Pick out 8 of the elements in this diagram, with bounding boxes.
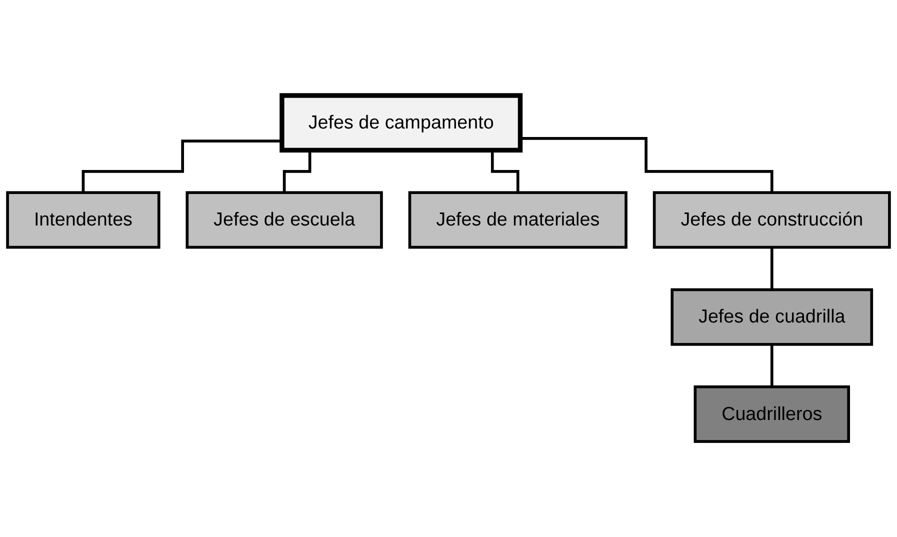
node-box: Jefes de materiales <box>408 191 628 249</box>
node-box: Jefes de campamento <box>280 93 523 153</box>
connector <box>770 246 774 292</box>
node-box: Intendentes <box>6 191 160 249</box>
node-box: Jefes de escuela <box>186 191 383 249</box>
node-box: Jefes de construcción <box>652 191 891 249</box>
node-box: Jefes de cuadrilla <box>670 288 874 346</box>
node-box: Cuadrilleros <box>694 385 850 443</box>
